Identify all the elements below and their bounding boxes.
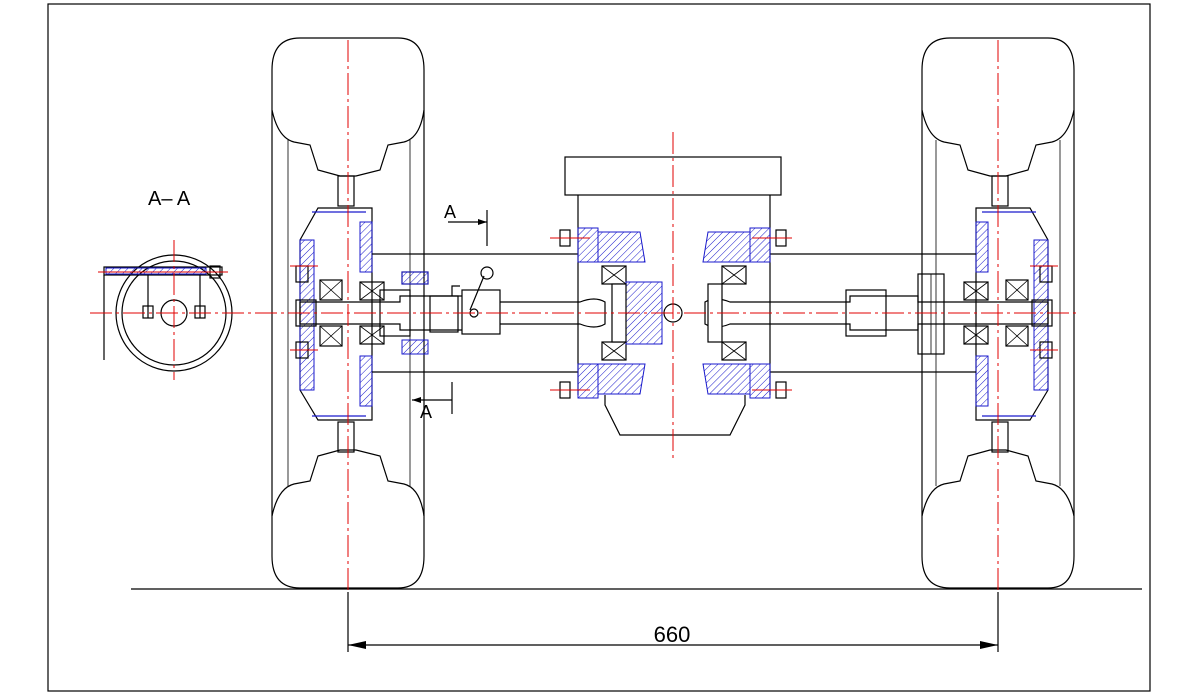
center-lines: [90, 40, 1080, 592]
track-width-dimension: 660: [347, 592, 999, 652]
left-wheel: [271, 37, 425, 589]
cut-plane-marker-bottom: A: [412, 382, 453, 422]
cut-label-bottom: A: [420, 402, 432, 422]
cut-label-top: A: [444, 202, 456, 222]
differential-housing: [559, 156, 787, 436]
right-half-shaft: [704, 273, 1049, 355]
drawing-frame: [47, 3, 1151, 692]
left-half-shaft: [299, 266, 606, 355]
cut-plane-marker-top: A: [444, 202, 488, 246]
axle-housing: [372, 253, 976, 373]
section-title: A– A: [148, 188, 191, 210]
dimension-value: 660: [654, 622, 691, 647]
